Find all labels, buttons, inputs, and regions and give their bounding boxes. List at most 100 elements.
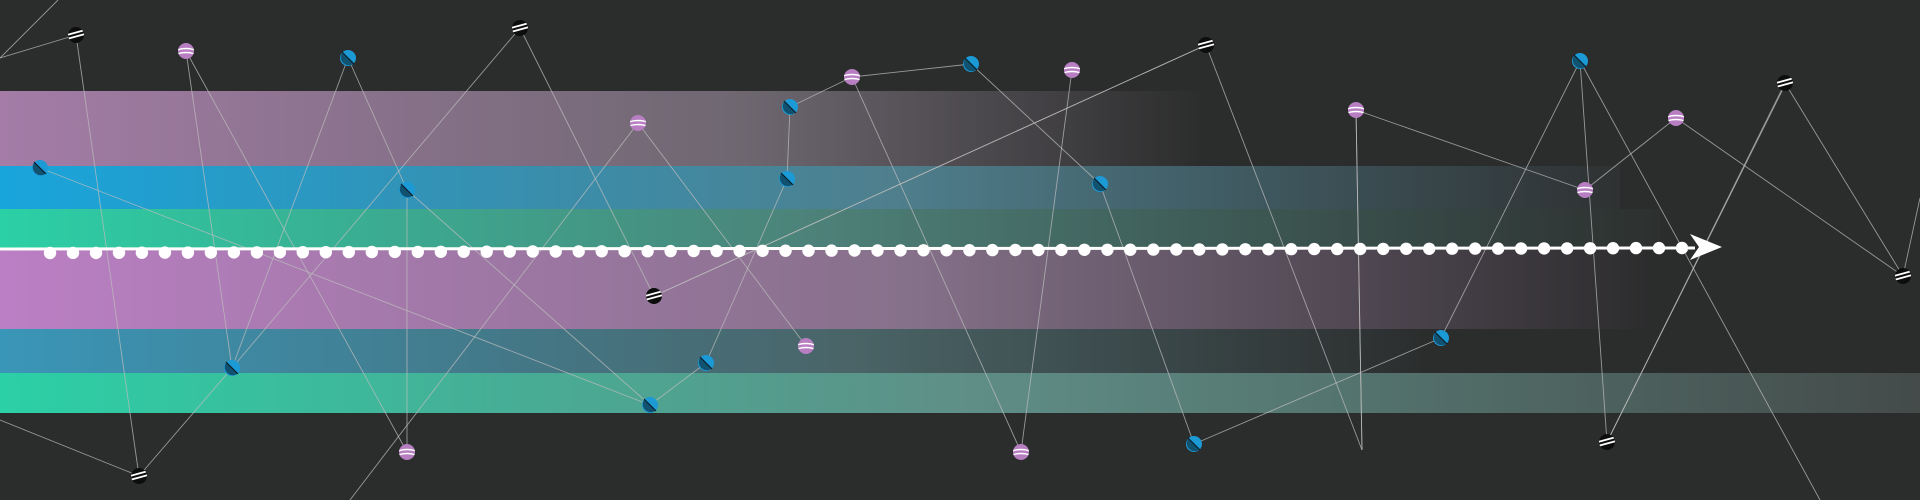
network-link — [649, 362, 707, 406]
band-teal-top — [0, 209, 1660, 249]
network-link — [0, 34, 77, 59]
timeline-bead — [848, 244, 861, 257]
timeline-bead — [181, 246, 195, 259]
timeline-bead — [1308, 242, 1321, 256]
timeline-bead — [227, 246, 241, 259]
timeline-bead — [1331, 242, 1344, 256]
pink-striped-planet-icon — [399, 444, 415, 460]
blue-half-circle-icon — [1433, 330, 1449, 346]
network-link — [1784, 82, 1904, 277]
black-white-striped-circle-icon — [512, 20, 528, 36]
timeline-bead — [1285, 243, 1298, 256]
timeline-bead — [1124, 243, 1137, 256]
timeline-bead — [595, 245, 608, 258]
timeline-bead — [1032, 243, 1045, 257]
network-link — [1355, 109, 1586, 191]
network-link — [0, 419, 140, 477]
timeline-bead — [388, 245, 401, 259]
timeline-bead — [1560, 242, 1574, 255]
timeline-bead — [1400, 242, 1413, 255]
band-pink-bottom — [0, 249, 1650, 329]
timeline-bead — [1239, 243, 1252, 256]
timeline-bead — [273, 246, 287, 259]
timeline-bead — [1491, 242, 1505, 255]
timeline-bead — [250, 246, 264, 259]
timeline-bead — [1262, 243, 1275, 256]
pink-striped-planet-icon — [1668, 110, 1684, 126]
timeline-bead — [687, 244, 700, 258]
timeline-bead — [641, 245, 654, 258]
timeline-bead — [1675, 241, 1689, 255]
blue-half-circle-icon — [1186, 436, 1202, 452]
timeline-bead — [1101, 243, 1114, 256]
timeline-bead — [1377, 242, 1390, 256]
timeline-bead — [1468, 242, 1482, 255]
timeline-bead — [526, 245, 539, 258]
timeline-bead — [963, 244, 976, 257]
timeline-bead — [779, 244, 792, 257]
band-blue-top — [0, 166, 1620, 209]
timeline-bead — [1170, 243, 1183, 256]
network-link — [1099, 183, 1195, 445]
network-link — [851, 76, 1022, 453]
timeline-bead — [365, 245, 378, 259]
network-link — [1584, 117, 1677, 191]
network-nodes — [32, 20, 1911, 484]
timeline-bead — [1606, 242, 1620, 255]
timeline-bead — [1514, 242, 1528, 255]
timeline-bead — [158, 246, 172, 259]
timeline-bead — [1629, 241, 1643, 255]
timeline-bead — [66, 246, 80, 260]
blue-half-circle-icon — [698, 355, 714, 371]
timeline-bead — [549, 245, 562, 258]
network-link — [637, 122, 807, 347]
timeline-bead — [43, 246, 57, 260]
timeline-bead — [204, 246, 218, 259]
network-link — [705, 178, 788, 364]
timeline-bead — [480, 245, 493, 258]
pink-striped-planet-icon — [630, 115, 646, 131]
timeline-bead — [112, 246, 126, 259]
blue-half-circle-icon — [1572, 53, 1588, 69]
timeline-bead — [1652, 241, 1666, 255]
network-link — [851, 63, 972, 78]
timeline-bead — [1445, 242, 1459, 255]
timeline — [0, 234, 1722, 260]
timeline-bead — [1423, 242, 1436, 255]
timeline-beads — [43, 241, 1689, 260]
timeline-bead — [618, 245, 631, 258]
network-link — [1355, 109, 1363, 451]
timeline-bead — [434, 245, 447, 258]
right-arrow-icon — [1690, 234, 1722, 260]
network-link — [406, 189, 651, 406]
pink-striped-planet-icon — [1064, 62, 1080, 78]
timeline-bead — [917, 244, 930, 257]
blue-half-circle-icon — [399, 182, 415, 198]
network-link — [185, 50, 233, 369]
network-link — [1675, 117, 1904, 277]
timeline-bead — [986, 243, 999, 257]
pink-striped-planet-icon — [844, 69, 860, 85]
blue-half-circle-icon — [32, 160, 48, 176]
network-link — [0, 0, 59, 59]
network-link — [1606, 82, 1787, 443]
timeline-bead — [1583, 242, 1597, 255]
network-link — [349, 122, 639, 500]
network-link — [138, 367, 233, 477]
network-link — [347, 57, 408, 191]
timeline-bead — [871, 244, 884, 257]
blue-half-circle-icon — [782, 99, 798, 115]
timeline-bead — [1078, 243, 1091, 256]
network-link — [39, 167, 651, 406]
timeline-bead — [319, 246, 332, 259]
timeline-bead — [1055, 243, 1068, 257]
blue-half-circle-icon — [963, 56, 979, 72]
network-link — [653, 44, 1207, 297]
band-pink-top — [0, 91, 1200, 166]
timeline-bead — [1147, 243, 1160, 256]
network-link — [786, 106, 791, 180]
pink-striped-planet-icon — [798, 338, 814, 354]
timeline-bead — [135, 246, 149, 259]
blue-half-circle-icon — [224, 360, 240, 376]
